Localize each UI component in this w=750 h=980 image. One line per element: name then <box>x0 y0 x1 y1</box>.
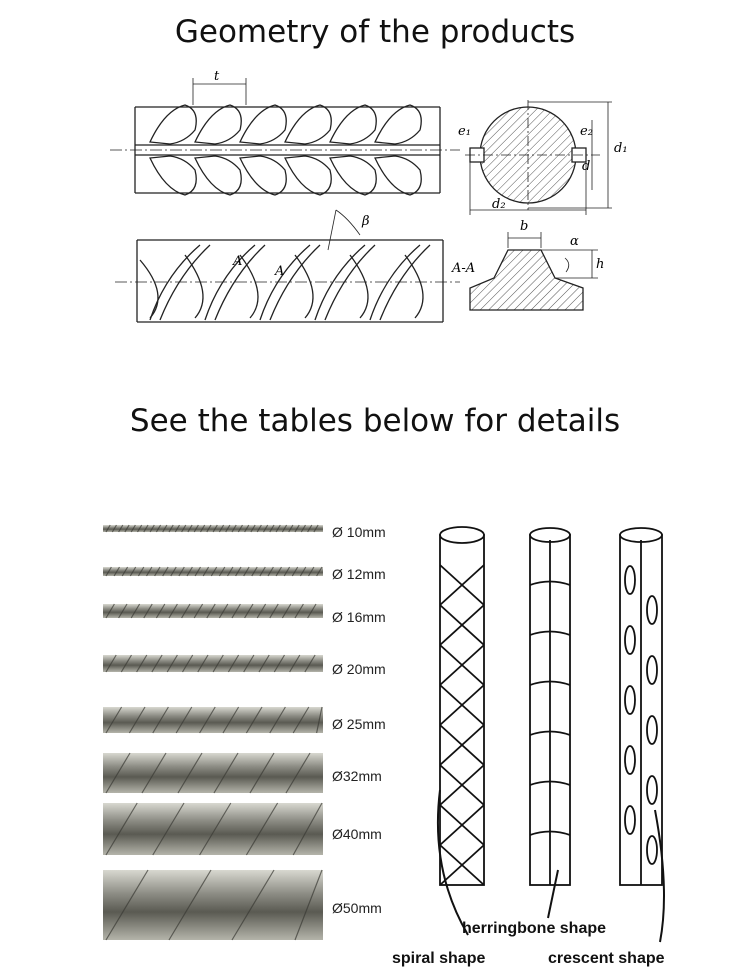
alpha-label: α <box>570 234 579 249</box>
herringbone-shape-label: herringbone shape <box>462 920 607 937</box>
rebar-32mm <box>103 753 323 793</box>
shape-pointer-arrows <box>436 789 665 943</box>
subtitle: See the tables below for details <box>129 403 621 439</box>
rebar-label-40mm: Ø40mm <box>332 826 382 842</box>
geometry-diagram: t e₁ e₂ d d₁ d₂ <box>110 69 628 323</box>
rib-shapes-drawing <box>436 526 665 943</box>
crescent-shape-bar <box>619 527 663 886</box>
spiral-shape-bar <box>439 526 485 886</box>
rebar-label-12mm: Ø 12mm <box>332 566 386 582</box>
rebar-50mm <box>103 870 323 940</box>
rebar-side-view-crescent <box>110 78 460 196</box>
rebar-label-10mm: Ø 10mm <box>332 524 386 540</box>
section-a2-label: A <box>274 264 284 279</box>
rebar-label-20mm: Ø 20mm <box>332 661 386 677</box>
beta-label: β <box>361 214 370 229</box>
rebar-10mm <box>103 525 323 532</box>
page-title: Geometry of the products <box>174 14 576 50</box>
d2-label: d₂ <box>492 197 506 212</box>
crescent-shape-label: crescent shape <box>548 950 665 967</box>
e2-label: e₂ <box>580 124 593 139</box>
e1-label: e₁ <box>458 124 471 139</box>
h-label: h <box>596 257 604 272</box>
rebar-cross-section <box>465 100 612 215</box>
section-a1-label: A <box>232 254 242 269</box>
rebar-20mm <box>103 655 323 672</box>
rebar-label-32mm: Ø32mm <box>332 768 382 784</box>
section-aa-label: A-A <box>451 261 475 276</box>
rebar-label-25mm: Ø 25mm <box>332 716 386 732</box>
b-label: b <box>520 219 528 234</box>
rebar-label-50mm: Ø50mm <box>332 900 382 916</box>
d-label: d <box>582 159 590 174</box>
rib-section <box>469 232 598 311</box>
rebar-size-strip <box>103 524 323 941</box>
rebar-side-view-ribbed <box>115 209 460 323</box>
rebar-12mm <box>103 567 323 576</box>
pitch-label: t <box>214 69 220 84</box>
herringbone-shape-bar <box>529 527 571 886</box>
spiral-shape-label: spiral shape <box>392 950 486 967</box>
rebar-label-16mm: Ø 16mm <box>332 609 386 625</box>
d1-label: d₁ <box>614 141 628 156</box>
rebar-40mm <box>103 803 323 855</box>
